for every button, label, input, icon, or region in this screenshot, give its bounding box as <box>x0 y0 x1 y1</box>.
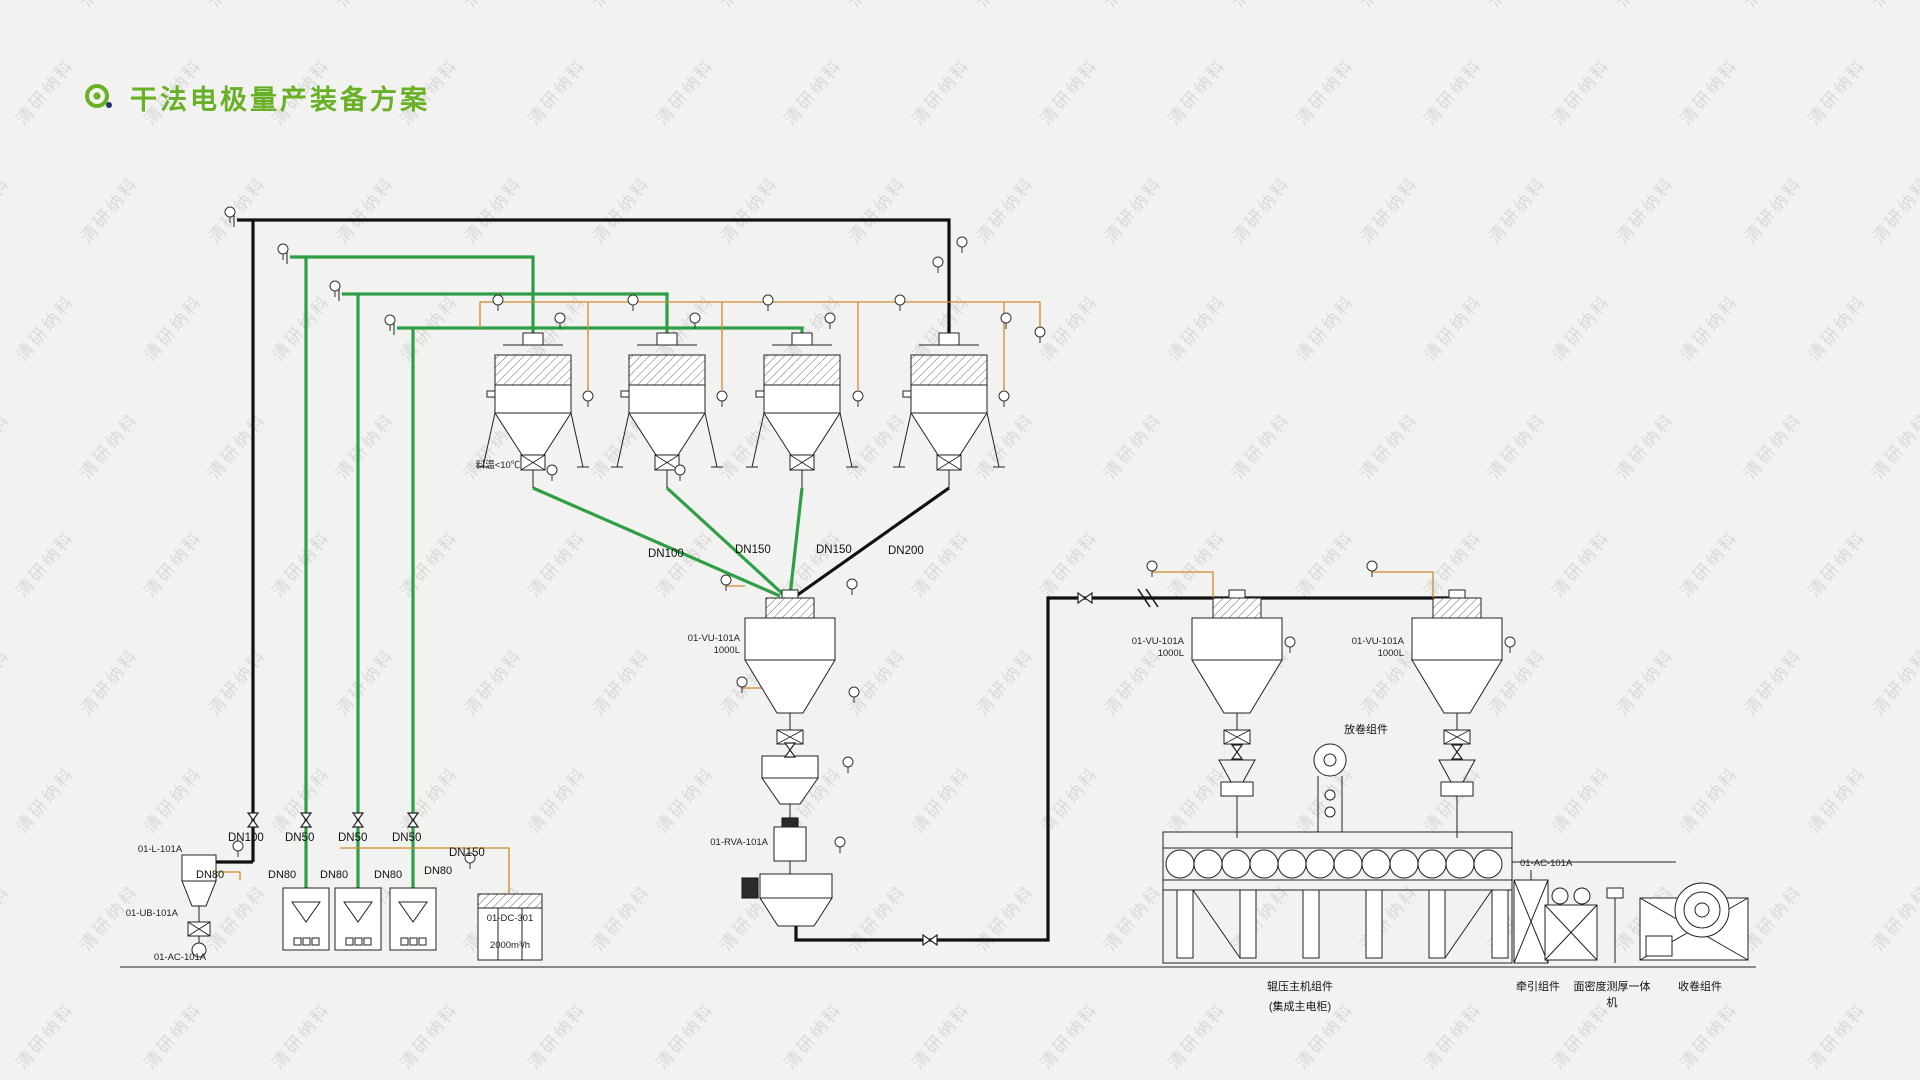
unwind-roll-icon <box>1313 743 1347 777</box>
pipe-break-icon <box>1137 588 1159 608</box>
unwinder-assembly <box>1312 743 1348 833</box>
roll-press-machine <box>1162 831 1676 964</box>
diagram-label: DN100 <box>228 832 264 844</box>
mixer-body <box>773 826 807 862</box>
dust-collector-4 <box>892 332 1006 489</box>
diagram-label: 1000L <box>1378 648 1404 659</box>
diagram-label: DN80 <box>320 869 348 881</box>
diagram-label: 2000m³/h <box>490 940 530 951</box>
diagram-label: 01-AC-101A <box>1520 858 1573 869</box>
diagram-label: DN150 <box>816 544 852 556</box>
feed-hopper-a <box>1191 589 1283 745</box>
diagram-label: 01-L-101A <box>138 844 183 855</box>
diagram-label: DN150 <box>449 847 485 859</box>
left-feeder <box>181 854 217 958</box>
press-legs <box>1176 889 1509 959</box>
dust-collector-vessels <box>476 332 1006 489</box>
diagram-label: DN80 <box>196 869 224 881</box>
diagram-label: 放卷组件 <box>1344 722 1388 736</box>
page-header: 干法电极量产装备方案 <box>82 78 430 117</box>
dust-collector-box <box>477 893 543 961</box>
diagram-label: DN80 <box>424 865 452 877</box>
density-gauge <box>1606 887 1624 963</box>
diagram-label: DN50 <box>392 832 421 844</box>
press-rollers <box>1165 849 1503 879</box>
traction-unit <box>1544 887 1598 961</box>
diagram-label: 01-VU-101A <box>1132 636 1185 647</box>
diagram-label: DN100 <box>648 548 684 560</box>
winder-roll-icon <box>1674 882 1730 938</box>
orange-lines <box>216 301 1434 893</box>
diagram-label: DN80 <box>374 869 402 881</box>
right-feed-hoppers <box>1191 589 1503 838</box>
diagram-label: 收卷组件 <box>1678 979 1722 993</box>
diagram-label: (集成主电柜) <box>1269 999 1331 1013</box>
feed-hopper-b <box>1411 589 1503 745</box>
dust-collector-3 <box>745 332 859 489</box>
dust-collector-2 <box>610 332 724 489</box>
brand-logo-icon <box>85 83 112 108</box>
diagram-label: DN200 <box>888 545 924 557</box>
diagram-label: DN80 <box>268 869 296 881</box>
diagram-label: 1000L <box>714 645 740 656</box>
diagram-label: 1000L <box>1158 648 1184 659</box>
diagram-label: DN50 <box>285 832 314 844</box>
page-title: 干法电极量产装备方案 <box>130 85 430 115</box>
green-pipes <box>286 250 804 888</box>
aux-cabinet <box>1513 870 1549 964</box>
diagram-label: 01-VU-101A <box>688 633 741 644</box>
diagram-label: 面密度测厚一体 <box>1574 979 1651 993</box>
diagram-label: 01-AC-101A <box>154 952 207 963</box>
bag-dump-stations <box>282 887 437 951</box>
winder-unit <box>1639 882 1749 961</box>
diagram-label: 料温<10℃ <box>476 459 521 471</box>
diagram-label: 牵引组件 <box>1516 979 1560 993</box>
diagram-label: 机 <box>1607 995 1618 1009</box>
center-hopper <box>744 589 836 745</box>
diagram-label: 01-VU-101A <box>1352 636 1405 647</box>
diagram-label: 01-UB-101A <box>126 908 179 919</box>
kneader-body <box>759 873 833 899</box>
diagram-label: 01-RVA-101A <box>710 837 768 848</box>
kneader-motor <box>741 877 759 899</box>
diagram-label: 辊压主机组件 <box>1267 979 1333 993</box>
central-mixing-train <box>741 589 836 927</box>
diagram-label: DN150 <box>735 544 771 556</box>
diagram-label: 01-DC-301 <box>487 913 533 924</box>
mixer-motor <box>781 817 799 828</box>
diagram-label: DN50 <box>338 832 367 844</box>
intermediate-vessel <box>761 755 819 779</box>
